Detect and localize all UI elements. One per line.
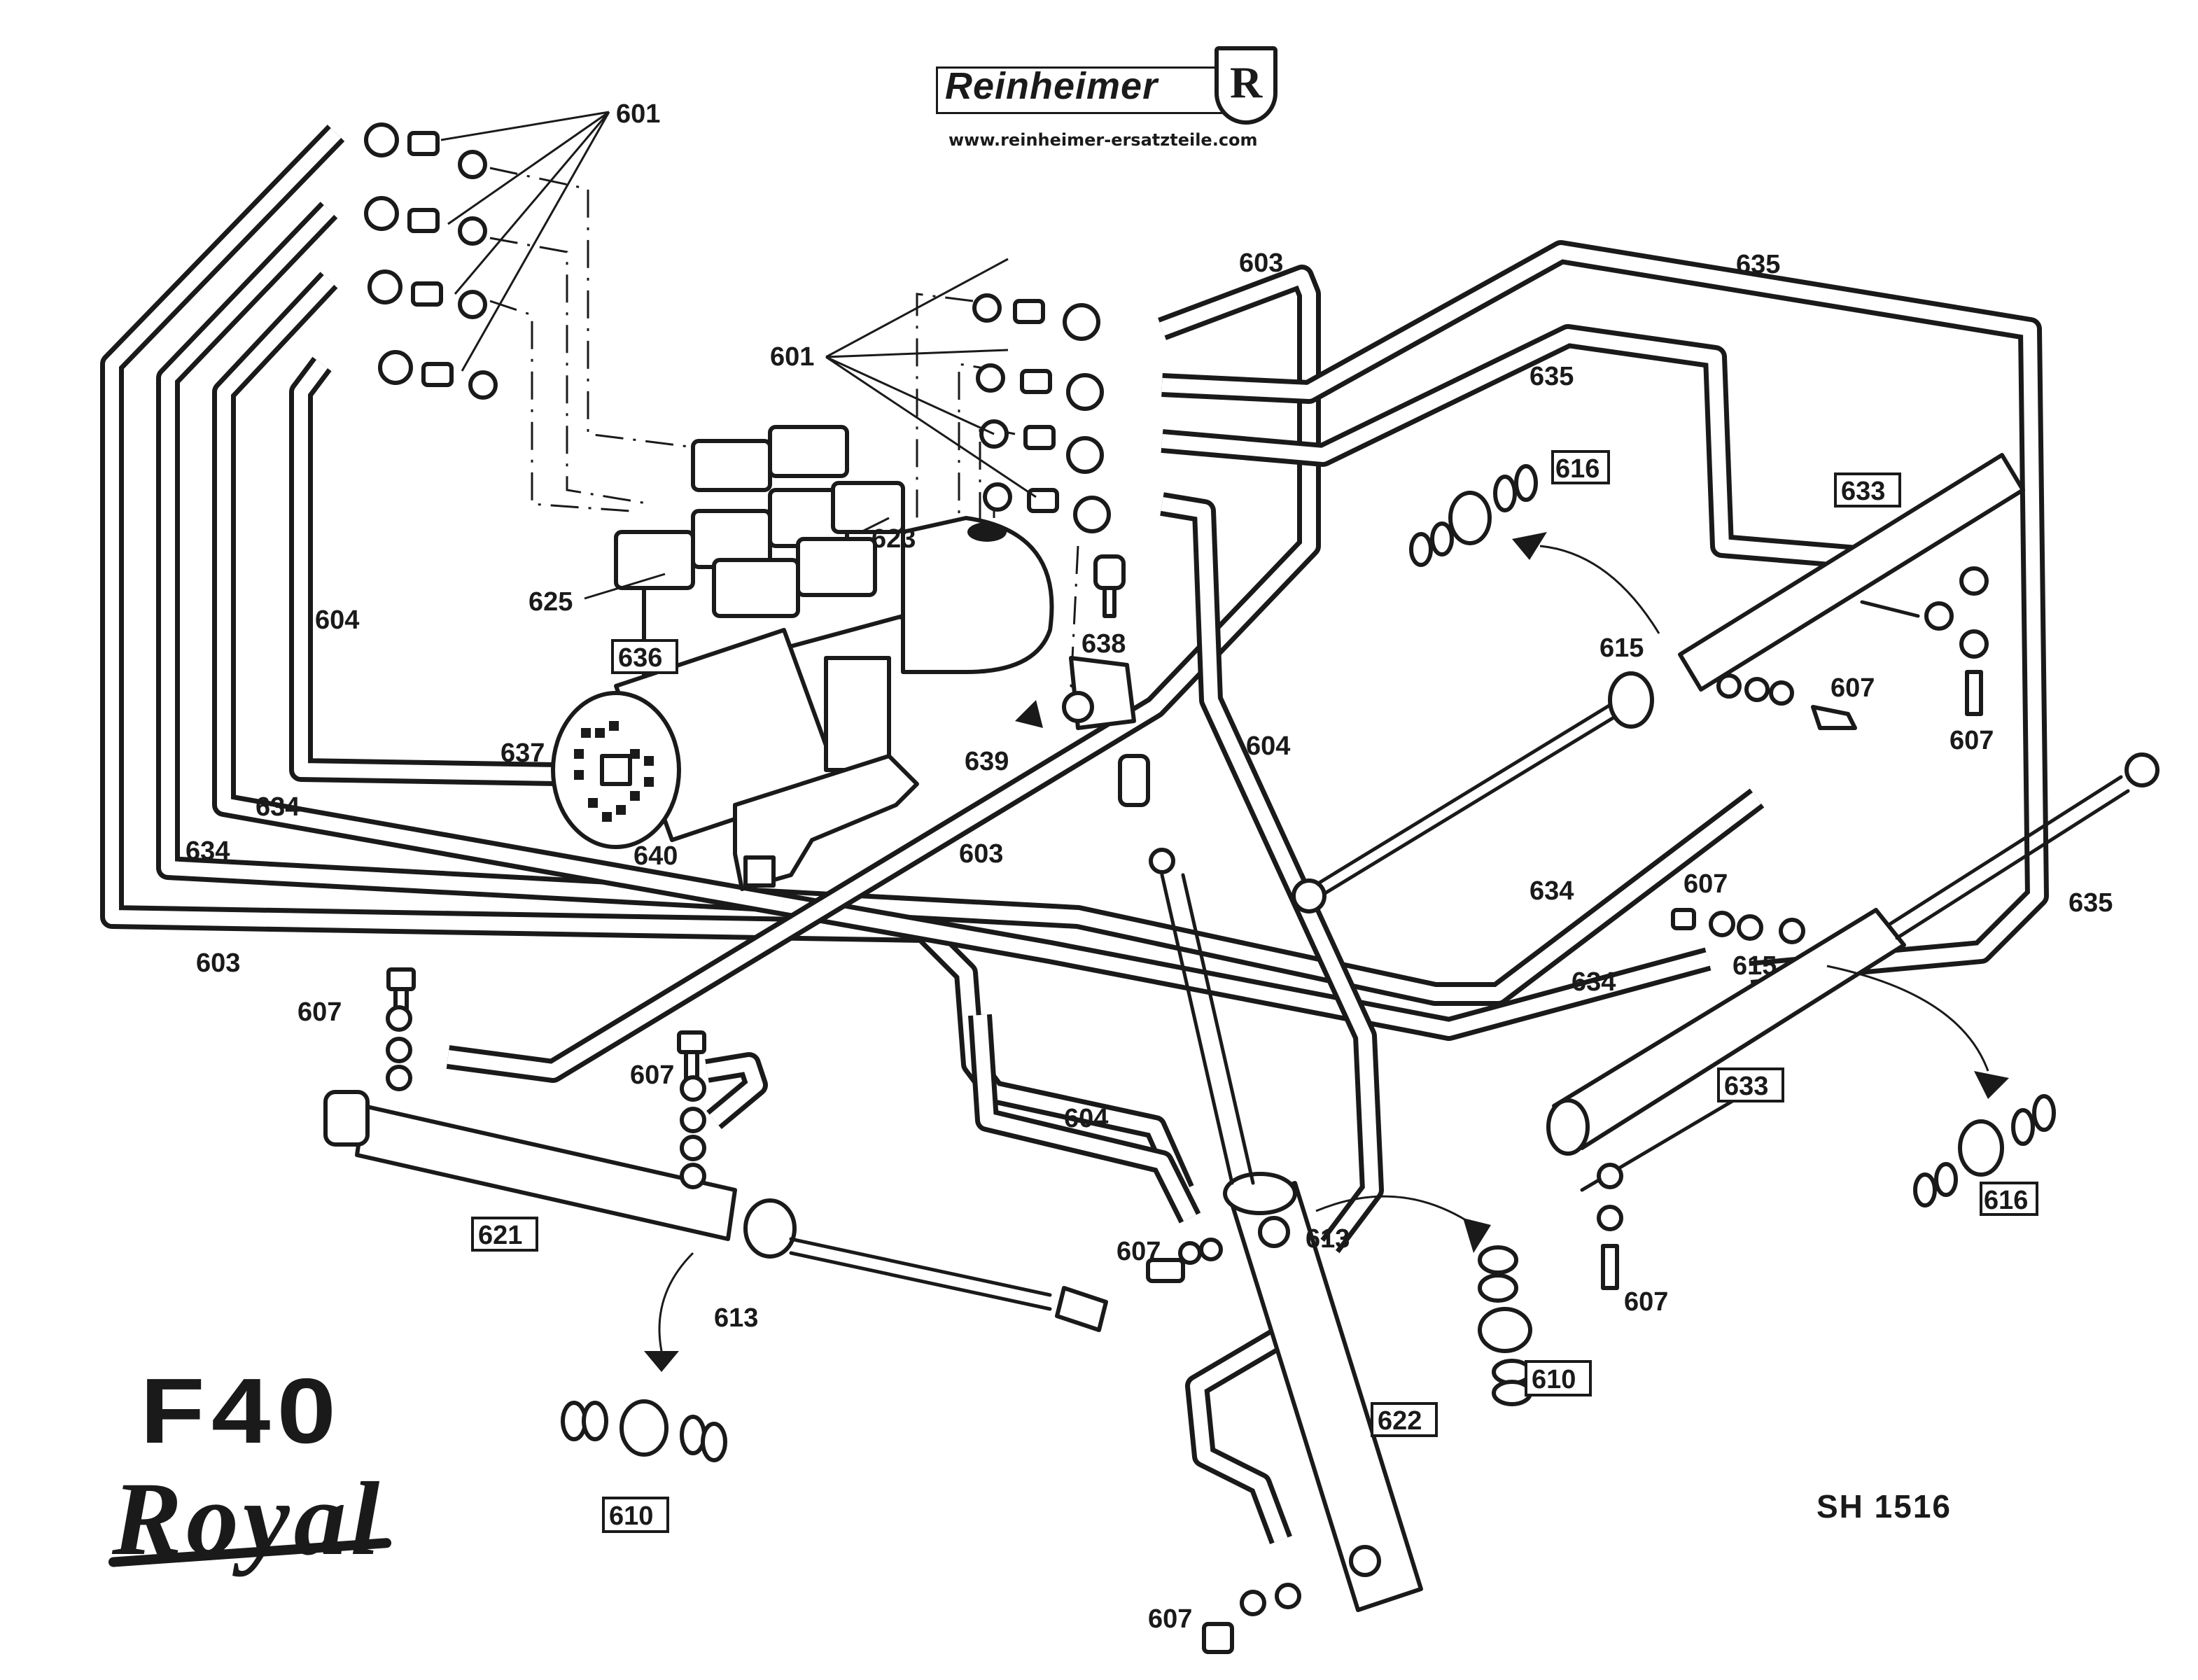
label-633: 633: [1841, 477, 1885, 506]
pipe-634-b: [212, 272, 1712, 1041]
label-637[interactable]: 637: [500, 738, 545, 768]
label-633: 633: [1724, 1072, 1768, 1101]
fitting-row-4: [378, 350, 498, 400]
label-634[interactable]: 634: [1572, 967, 1616, 997]
label-640[interactable]: 640: [634, 841, 678, 871]
label-610-right-box[interactable]: 610: [1525, 1360, 1592, 1396]
pipe-604-lower: [968, 1014, 1201, 1224]
brand-emblem-letter: R: [1230, 57, 1263, 107]
seal-kit-616-upper: [1409, 464, 1660, 634]
label-610: 610: [1532, 1365, 1576, 1394]
label-622-box[interactable]: 622: [1371, 1402, 1438, 1437]
label-634[interactable]: 634: [1530, 876, 1574, 906]
label-616: 616: [1984, 1186, 2028, 1215]
label-616-upper-box[interactable]: 616: [1551, 450, 1610, 484]
fitting-row-3: [368, 270, 487, 319]
label-633-upper-box[interactable]: 633: [1834, 472, 1901, 507]
arrow-to-filter: [1015, 700, 1043, 728]
label-613[interactable]: 613: [1306, 1224, 1350, 1254]
label-635[interactable]: 635: [1736, 250, 1780, 279]
fitting-row-2: [364, 196, 487, 246]
label-638[interactable]: 638: [1082, 629, 1126, 659]
sheet-number: SH 1516: [1816, 1488, 1952, 1525]
fitting-row-1: [364, 122, 487, 179]
model-code: F40: [140, 1359, 343, 1462]
label-613[interactable]: 613: [714, 1303, 758, 1333]
label-607[interactable]: 607: [1116, 1237, 1161, 1266]
seal-kit-616-lower: [1826, 965, 2056, 1208]
label-603[interactable]: 603: [959, 839, 1003, 869]
motor-fan-grille: [574, 721, 654, 822]
label-603[interactable]: 603: [1239, 248, 1283, 278]
leader-601-right: [825, 258, 1037, 498]
label-610: 610: [609, 1502, 653, 1531]
pipe-603-upper: [446, 265, 1321, 1083]
pump-tank: [901, 516, 1054, 674]
label-639[interactable]: 639: [965, 747, 1009, 776]
label-604[interactable]: 604: [1246, 732, 1290, 761]
pipe-622-return: [1185, 1306, 1322, 1544]
label-601[interactable]: 601: [770, 342, 814, 372]
label-615[interactable]: 615: [1600, 634, 1644, 663]
leader-623: [860, 517, 890, 533]
cylinder-633-lower: [1546, 752, 2160, 1290]
cylinder-622: [1118, 754, 1423, 1654]
pipe-603-outer: [100, 125, 1194, 1195]
cylinder-633-upper: [1292, 453, 2025, 913]
mounting-bracket: [733, 754, 919, 891]
label-616-lower-box[interactable]: 616: [1980, 1182, 2038, 1216]
pipe-621-feed: [705, 1052, 768, 1130]
label-633-lower-box[interactable]: 633: [1717, 1068, 1784, 1102]
brand-emblem-icon: R: [1214, 46, 1278, 125]
pipe-604-left: [289, 356, 729, 789]
seal-kit-610-right: [1315, 1195, 1532, 1406]
label-621-box[interactable]: 621: [471, 1217, 538, 1252]
brand-website[interactable]: www.reinheimer-ersatzteile.com: [948, 130, 1258, 150]
pipe-634-a: [156, 202, 1765, 1006]
leader-601-left: [440, 111, 610, 372]
label-621: 621: [478, 1221, 522, 1250]
label-604[interactable]: 604: [315, 606, 359, 635]
label-607[interactable]: 607: [1949, 726, 1994, 755]
label-615[interactable]: 615: [1732, 951, 1777, 981]
label-625[interactable]: 625: [528, 587, 573, 617]
label-607[interactable]: 607: [1624, 1287, 1668, 1317]
brand-name: Reinheimer: [945, 65, 1158, 107]
label-635[interactable]: 635: [2068, 888, 2113, 918]
part-labels: 601 601 603 603 603 604 604 604 607 607 …: [186, 99, 2113, 1634]
label-623[interactable]: 623: [872, 524, 916, 554]
filler-cap: [1093, 554, 1126, 618]
valve-block: [584, 425, 905, 688]
cylinder-621: [323, 967, 1108, 1332]
label-635[interactable]: 635: [1530, 362, 1574, 391]
label-636: 636: [618, 643, 662, 673]
label-607[interactable]: 607: [630, 1060, 674, 1090]
label-604[interactable]: 604: [1064, 1104, 1108, 1133]
suction-filter: [1062, 656, 1136, 730]
label-607[interactable]: 607: [1148, 1604, 1192, 1634]
label-636-box[interactable]: 636: [611, 639, 678, 674]
fittings-left-group: [364, 111, 610, 400]
label-607[interactable]: 607: [1684, 869, 1728, 899]
label-610-left-box[interactable]: 610: [602, 1497, 669, 1533]
label-601[interactable]: 601: [616, 99, 660, 129]
label-616: 616: [1555, 454, 1600, 484]
label-607[interactable]: 607: [298, 997, 342, 1027]
label-607[interactable]: 607: [1830, 673, 1875, 703]
pipe-635-inner: [1161, 324, 1891, 572]
pipe-604-right: [1160, 492, 1384, 1254]
leader-625: [584, 573, 666, 600]
label-603[interactable]: 603: [196, 948, 240, 978]
label-634[interactable]: 634: [186, 836, 230, 866]
pipes: [100, 125, 2049, 1544]
fittings-right-group: [825, 258, 1111, 533]
brand-logo-frame: [936, 66, 1255, 114]
label-634[interactable]: 634: [255, 792, 300, 822]
pipe-635-outer: [1161, 240, 2049, 985]
seal-kit-610-left: [561, 1252, 727, 1462]
label-622: 622: [1378, 1406, 1422, 1436]
